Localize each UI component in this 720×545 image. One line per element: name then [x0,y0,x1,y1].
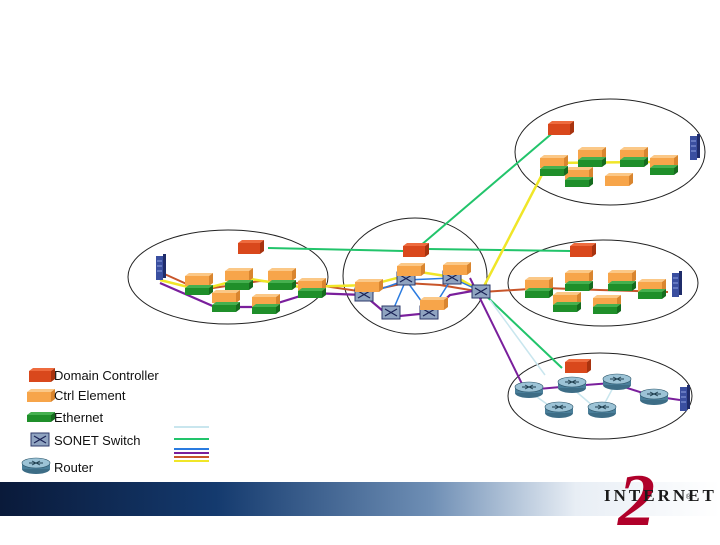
link-green [419,129,557,247]
domain-boundary-east [507,239,699,327]
logo-numeral: 2 [618,460,655,542]
sonet-switch-icon [381,305,401,320]
link-green [481,291,563,369]
legend-label-ethernet: Ethernet [54,410,104,425]
legend-label-domain-controller: Domain Controller [54,368,159,383]
footer-band [0,482,720,516]
link-blue [363,277,479,296]
router-icon [557,376,587,394]
server-icon [671,270,683,298]
ethernet-icon [540,166,568,176]
domain-controller-icon [565,359,591,373]
ctrl-element-icon [397,263,425,276]
link-green [267,247,404,252]
ethernet-icon [268,280,296,290]
ethernet-icon [565,281,593,291]
ctrl-element-icon [268,268,296,281]
ethernet-icon [252,304,280,314]
ethernet-icon [553,302,581,312]
domain-boundary-core [342,217,488,335]
domain-controller-icon [570,243,596,257]
legend-label-router: Router [54,460,94,475]
domain-controller-icon [238,240,264,254]
server-icon [679,384,691,412]
router-icon [514,381,544,399]
ctrl-element-icon [212,290,240,303]
domain-boundary-west [127,229,329,325]
ethernet-icon [185,285,213,295]
logo-wordmark: INTERNET [604,486,717,505]
router-icon [639,388,669,406]
link-light [489,299,546,376]
legend-ctrl-element-icon [27,389,55,402]
server-icon [155,253,167,281]
domain-boundary-southeast [507,352,693,440]
ctrl-element-icon [443,262,471,275]
ethernet-icon [578,157,606,167]
ctrl-element-icon [185,273,213,286]
ethernet-icon [638,289,666,299]
ethernet-icon [620,157,648,167]
domain-boundary-northeast [514,98,706,206]
ethernet-icon [525,288,553,298]
router-icon [544,401,574,419]
logo-registered-mark: ® [686,494,692,501]
link-green [427,248,571,252]
ctrl-element-icon [225,268,253,281]
ethernet-icon [608,281,636,291]
sonet-switch-icon [471,284,491,299]
ctrl-element-icon [355,279,383,292]
legend-label-sonet-switch: SONET Switch [54,433,141,448]
legend-sonet-switch-icon [30,432,50,447]
domain-controller-icon [403,243,429,257]
ethernet-icon [212,302,240,312]
legend-ethernet-icon [27,412,55,422]
legend-domain-controller-icon [29,368,55,382]
ctrl-element-icon [605,173,633,186]
link-blue [389,277,453,318]
ctrl-element-icon [420,297,448,310]
router-icon [587,401,617,419]
ethernet-icon [225,280,253,290]
legend-router-icon [21,457,51,475]
domain-controller-icon [548,121,574,135]
ethernet-icon [650,165,678,175]
ethernet-icon [298,288,326,298]
legend-label-ctrl-element: Ctrl Element [54,388,126,403]
ethernet-icon [565,177,593,187]
ethernet-icon [593,304,621,314]
router-icon [602,373,632,391]
server-icon [689,133,701,161]
